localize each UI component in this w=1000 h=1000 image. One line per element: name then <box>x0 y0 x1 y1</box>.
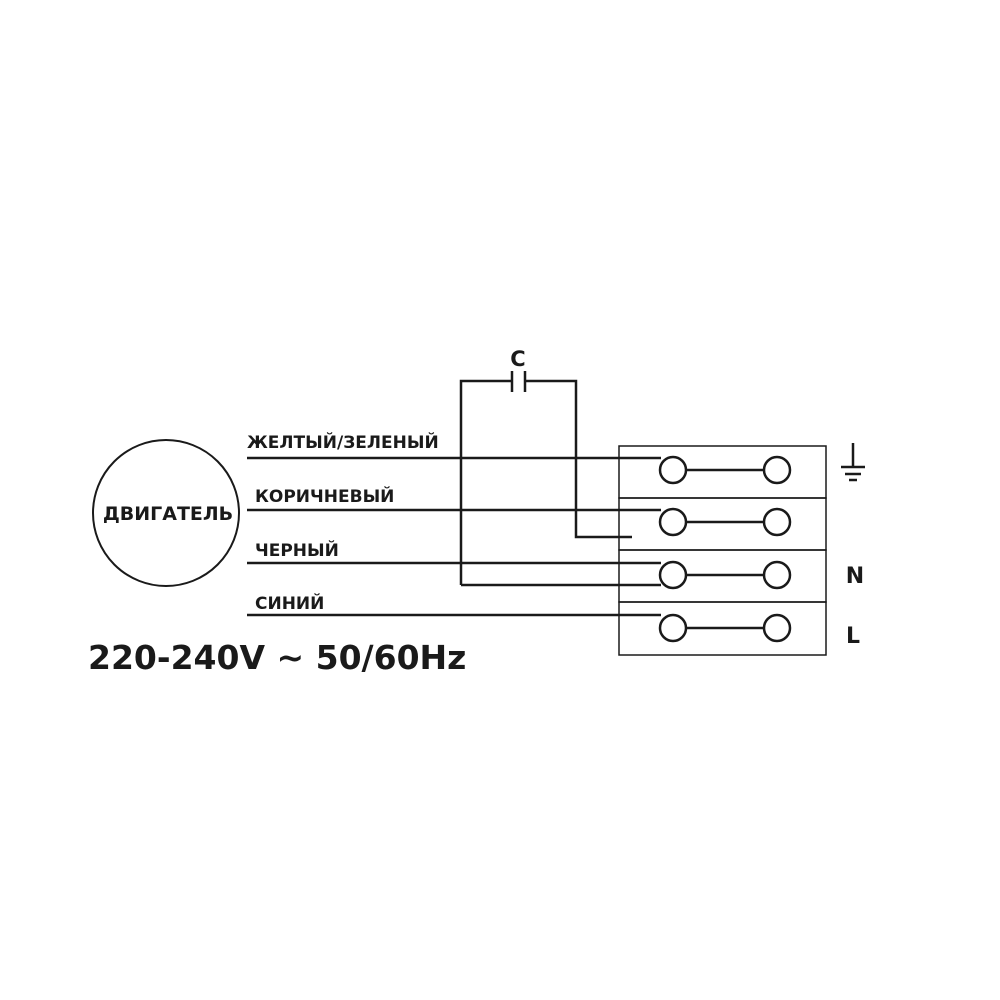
ground-icon <box>841 443 865 482</box>
terminal-screw <box>658 613 688 643</box>
motor-wires: ЖЕЛТЫЙ/ЗЕЛЕНЫЙ КОРИЧНЕВЫЙ ЧЕРНЫЙ СИНИЙ <box>247 431 661 617</box>
wire-label-brown: КОРИЧНЕВЫЙ <box>255 485 394 507</box>
terminal-screw <box>658 507 688 537</box>
terminal-block <box>618 445 827 656</box>
capacitor-label: C <box>510 347 525 371</box>
terminals <box>658 455 792 643</box>
terminal-screw <box>762 613 792 643</box>
terminal-row-1 <box>618 445 827 499</box>
wire-label-yellow-green: ЖЕЛТЫЙ/ЗЕЛЕНЫЙ <box>247 431 439 453</box>
capacitor-lead-left <box>459 379 512 585</box>
wire-label-blue: СИНИЙ <box>255 592 324 614</box>
wire-label-black: ЧЕРНЫЙ <box>255 539 339 561</box>
terminal-screw <box>762 507 792 537</box>
terminal-screw <box>762 560 792 590</box>
motor-circle <box>92 439 240 587</box>
terminal-screw <box>762 455 792 485</box>
motor-label: ДВИГАТЕЛЬ <box>103 503 233 525</box>
terminal-screw <box>658 455 688 485</box>
terminal-row-2 <box>618 497 827 551</box>
capacitor: C <box>459 347 632 585</box>
neutral-label: N <box>846 564 864 589</box>
live-label: L <box>846 624 860 649</box>
terminal-row-4 <box>618 601 827 656</box>
supply-voltage-label: 220-240V ~ 50/60Hz <box>88 638 466 677</box>
motor: ДВИГАТЕЛЬ <box>92 439 240 587</box>
terminal-screw <box>658 560 688 590</box>
